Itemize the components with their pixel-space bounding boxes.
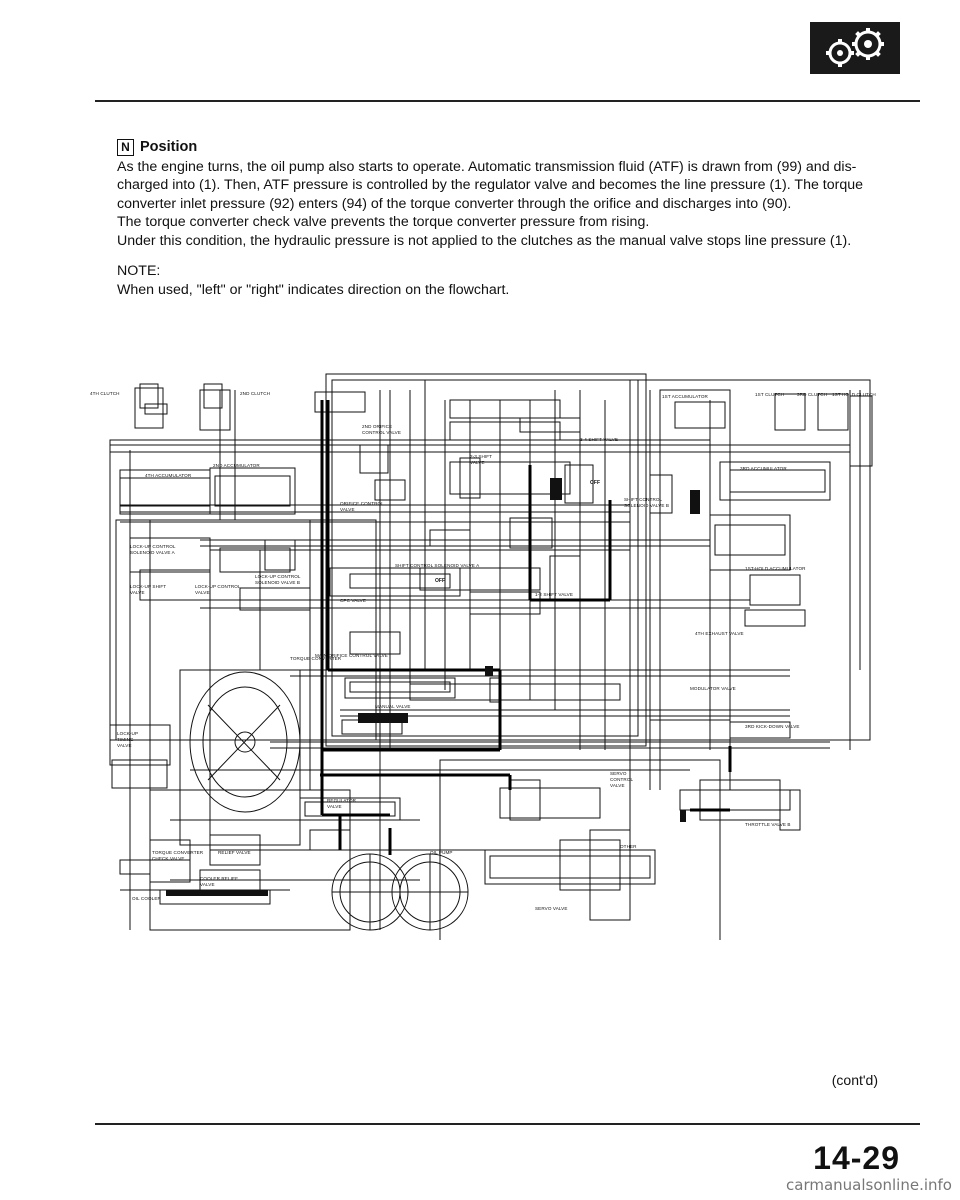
label-1st-clutch: 1ST CLUTCH bbox=[755, 392, 784, 397]
label-tc-check-b: CHECK VALVE bbox=[152, 856, 185, 861]
label-shift-sol-b: SHIFT CONTROL bbox=[624, 497, 663, 502]
label-4th-exhaust: 4TH EXHAUST VALVE bbox=[695, 631, 744, 636]
label-2nd-orifice: 2ND ORIFICE bbox=[362, 424, 392, 429]
label-1st-accumulator: 1ST ACCUMULATOR bbox=[662, 394, 708, 399]
label-3-4-shift: 3-4 SHIFT VALVE bbox=[580, 437, 618, 442]
label-servo-control-b: CONTROL bbox=[610, 777, 634, 782]
gear-icon bbox=[810, 22, 900, 74]
description-block: N Position As the engine turns, the oil … bbox=[117, 138, 907, 299]
label-main-orifice: MAIN ORIFICE CONTROL VALVE bbox=[315, 653, 388, 658]
label-lockup-sol-b: LOCK-UP CONTROL bbox=[255, 574, 301, 579]
position-badge: N bbox=[117, 138, 134, 156]
label-modulator: MODULATOR VALVE bbox=[690, 686, 736, 691]
label-shift-sol-a: SHIFT CONTROL SOLENOID VALVE A bbox=[395, 563, 480, 568]
label-3rd-clutch: 3RD CLUTCH bbox=[797, 392, 827, 397]
label-lockup-sol-a: LOCK-UP CONTROL bbox=[130, 544, 176, 549]
label-2-3-shift: 2-3 SHIFT bbox=[470, 454, 492, 459]
label-oil-cooler: OIL COOLER bbox=[132, 896, 161, 901]
label-regulator-b: VALVE bbox=[327, 804, 342, 809]
note-label: NOTE: bbox=[117, 263, 161, 279]
continued-note: (cont'd) bbox=[831, 1072, 878, 1088]
hydraulic-circuit-diagram: 4TH CLUTCH 2ND CLUTCH 2ND ORIFICE CONTRO… bbox=[90, 370, 910, 951]
label-off-2: OFF bbox=[435, 578, 445, 584]
label-lockup-timing: LOCK-UP bbox=[117, 731, 138, 736]
label-lockup-timing-b: TIMING bbox=[117, 737, 134, 742]
label-servo-control-c: VALVE bbox=[610, 783, 625, 788]
label-lockup-timing-c: VALVE bbox=[117, 743, 132, 748]
label-lockup-sol-a2: SOLENOID VALVE A bbox=[130, 550, 176, 555]
label-lockup-control-b: VALVE bbox=[195, 590, 210, 595]
watermark: carmanualsonline.info bbox=[786, 1176, 952, 1194]
label-4th-accumulator: 4TH ACCUMULATOR bbox=[145, 473, 192, 478]
label-lockup-shift-b: VALVE bbox=[130, 590, 145, 595]
paragraph-line: charged into (1). Then, ATF pressure is … bbox=[117, 177, 864, 193]
label-other: OTHER bbox=[620, 844, 637, 849]
label-relief-valve: RELIEF VALVE bbox=[218, 850, 251, 855]
label-oil-pump: OIL PUMP bbox=[430, 850, 453, 855]
section-title: Position bbox=[140, 139, 198, 155]
label-2-3-shift-b: VALVE bbox=[470, 460, 485, 465]
label-throttle-b: THROTTLE VALVE B bbox=[745, 822, 791, 827]
label-kickdown: 3RD KICK-DOWN VALVE bbox=[745, 724, 800, 729]
label-2nd-clutch: 2ND CLUTCH bbox=[240, 391, 270, 396]
label-1st-hold-acc: 1ST-HOLD ACCUMULATOR bbox=[745, 566, 806, 571]
label-off-1: OFF bbox=[590, 480, 600, 486]
paragraph-line: Under this condition, the hydraulic pres… bbox=[117, 232, 852, 249]
label-4th-clutch: 4TH CLUTCH bbox=[90, 391, 120, 396]
label-servo-valve: SERVO VALVE bbox=[535, 906, 568, 911]
label-2nd-accumulator: 2ND ACCUMULATOR bbox=[213, 463, 260, 468]
section-heading: N Position bbox=[117, 138, 907, 157]
note-text: When used, "left" or "right" indicates d… bbox=[117, 281, 510, 298]
paragraph-line: The torque converter check valve prevent… bbox=[117, 214, 650, 230]
label-orifice-control: ORIFICE CONTROL bbox=[340, 501, 384, 506]
label-3rd-accumulator: 3RD ACCUMULATOR bbox=[740, 466, 787, 471]
label-manual-valve: MANUAL VALVE bbox=[375, 704, 411, 709]
label-torque-converter: TORQUE CONVERTER bbox=[290, 656, 342, 661]
label-lockup-sol-b2: SOLENOID VALVE B bbox=[255, 580, 300, 585]
label-orifice-control-b: VALVE bbox=[340, 507, 355, 512]
label-shift-sol-b2: SOLENOID VALVE B bbox=[624, 503, 669, 508]
label-2nd-orifice-b: CONTROL VALVE bbox=[362, 430, 401, 435]
label-1st-hold-clutch: 1ST HOLD CLUTCH bbox=[832, 392, 876, 397]
page-number: 14-29 bbox=[813, 1140, 900, 1176]
label-cpc-valve: CPC VALVE bbox=[340, 598, 366, 603]
label-1-2-shift: 1-2 SHIFT VALVE bbox=[535, 592, 573, 597]
label-lockup-shift: LOCK-UP SHIFT bbox=[130, 584, 166, 589]
paragraph-line: converter inlet pressure (92) enters (94… bbox=[117, 195, 792, 212]
paragraph-line: As the engine turns, the oil pump also s… bbox=[117, 158, 857, 175]
label-lockup-control: LOCK-UP CONTROL bbox=[195, 584, 241, 589]
label-cooler-relief-b: VALVE bbox=[200, 882, 215, 887]
top-rule bbox=[95, 100, 920, 102]
label-regulator: REGULATOR bbox=[327, 798, 357, 803]
label-tc-check: TORQUE CONVERTER bbox=[152, 850, 204, 855]
label-servo-control: SERVO bbox=[610, 771, 627, 776]
bottom-rule bbox=[95, 1123, 920, 1125]
label-cooler-relief: COOLER RELIEF bbox=[200, 876, 238, 881]
